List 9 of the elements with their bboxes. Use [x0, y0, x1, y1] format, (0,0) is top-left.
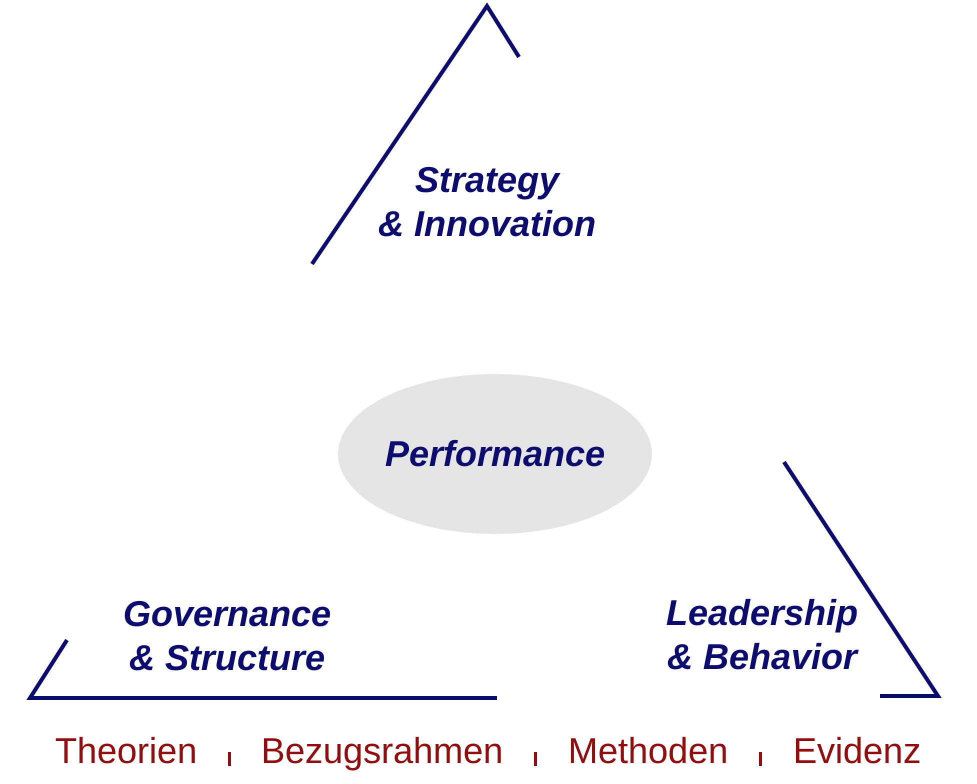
term-label: Methoden [568, 729, 728, 773]
node-label: Performance [384, 432, 606, 476]
category-label: Leadership & Behavior [664, 591, 860, 679]
term-label: Theorien [55, 729, 198, 773]
term-label: Evidenz [793, 729, 922, 773]
term-label: Bezugsrahmen [261, 729, 504, 773]
category-label: Strategy & Innovation [377, 158, 597, 246]
category-label: Governance & Structure [122, 592, 332, 680]
ellipse [338, 374, 652, 534]
